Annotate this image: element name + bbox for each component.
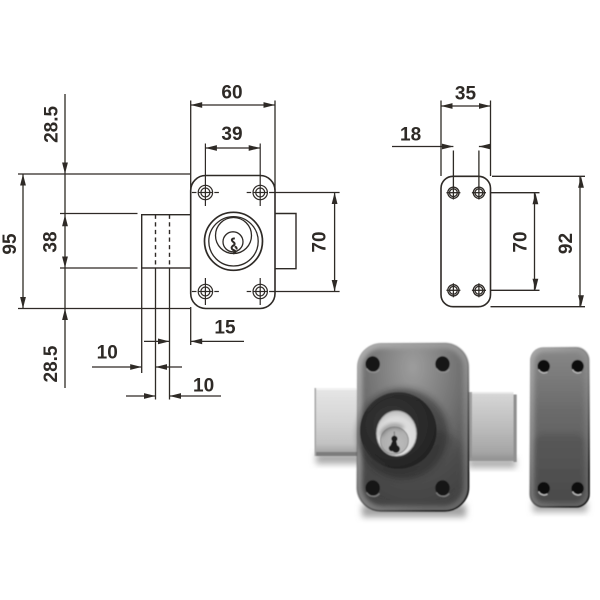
svg-text:28.5: 28.5 xyxy=(41,105,62,142)
svg-text:92: 92 xyxy=(556,233,577,254)
svg-text:18: 18 xyxy=(400,125,421,146)
svg-text:35: 35 xyxy=(455,84,477,105)
svg-text:60: 60 xyxy=(221,83,242,104)
svg-text:38: 38 xyxy=(41,231,62,252)
svg-text:70: 70 xyxy=(511,231,532,252)
svg-text:10: 10 xyxy=(97,342,118,363)
svg-text:39: 39 xyxy=(221,124,242,145)
svg-text:95: 95 xyxy=(0,233,21,255)
svg-text:28.5: 28.5 xyxy=(41,345,62,382)
svg-text:10: 10 xyxy=(193,375,214,396)
svg-text:70: 70 xyxy=(310,231,331,252)
svg-text:15: 15 xyxy=(214,318,236,339)
